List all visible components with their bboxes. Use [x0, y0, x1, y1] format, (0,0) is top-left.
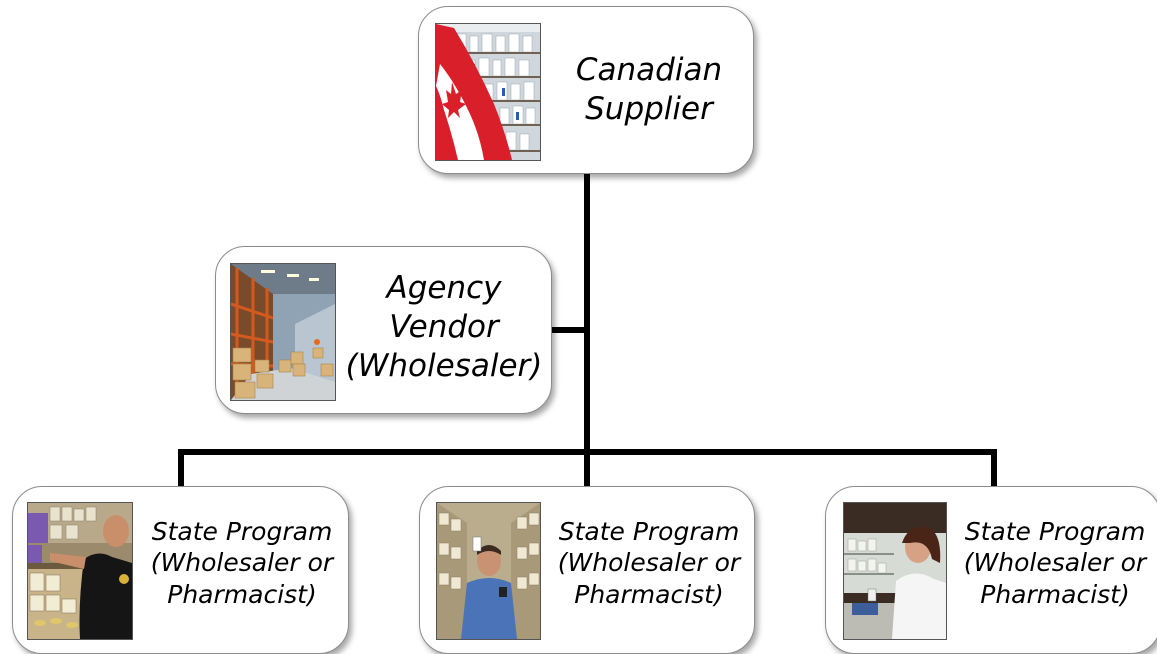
state-program-right-node: State Program (Wholesaler or Pharmacist) — [825, 486, 1157, 654]
state-program-left-label-line-1: State Program — [151, 517, 333, 546]
agency-vendor-label-line-2: Vendor — [389, 308, 499, 345]
pharmacist-at-counter-image — [843, 502, 947, 640]
agency-vendor-label-line-1: Agency — [386, 270, 502, 306]
state-program-right-label: State Program (Wholesaler or Pharmacist) — [952, 516, 1157, 610]
agency-vendor-label-line-3: (Wholesaler) — [345, 347, 543, 384]
state-program-right-label-line-3: Pharmacist) — [980, 579, 1130, 609]
state-program-right-label-line-2: (Wholesaler or — [963, 548, 1147, 578]
state-program-center-label-line-3: Pharmacist) — [574, 579, 724, 609]
pharmacy-shelves-flag-image — [435, 23, 541, 161]
state-program-left-label: State Program (Wholesaler or Pharmacist) — [137, 516, 347, 610]
state-program-center-node: State Program (Wholesaler or Pharmacist) — [419, 486, 755, 654]
canadian-supplier-node: Canadian Supplier — [418, 6, 754, 174]
state-program-left-label-line-2: (Wholesaler or — [150, 548, 334, 578]
state-program-right-label-line-1: State Program — [964, 517, 1146, 546]
agency-vendor-label: Agency Vendor (Wholesaler) — [342, 269, 546, 385]
canadian-supplier-label-line-2: Supplier — [585, 90, 713, 127]
state-program-center-label-line-2: (Wholesaler or — [557, 548, 741, 578]
canadian-supplier-label-line-1: Canadian — [575, 52, 723, 88]
agency-vendor-node: Agency Vendor (Wholesaler) — [215, 246, 552, 414]
state-program-left-node: State Program (Wholesaler or Pharmacist) — [12, 486, 349, 654]
pharmacist-holding-bottle-image — [436, 502, 541, 640]
warehouse-image — [230, 263, 336, 401]
canadian-supplier-label: Canadian Supplier — [551, 51, 747, 129]
state-program-center-label-line-1: State Program — [558, 517, 740, 546]
state-program-left-label-line-3: Pharmacist) — [167, 579, 317, 609]
state-program-center-label: State Program (Wholesaler or Pharmacist) — [546, 516, 752, 610]
pharmacy-worker-image — [27, 502, 133, 640]
